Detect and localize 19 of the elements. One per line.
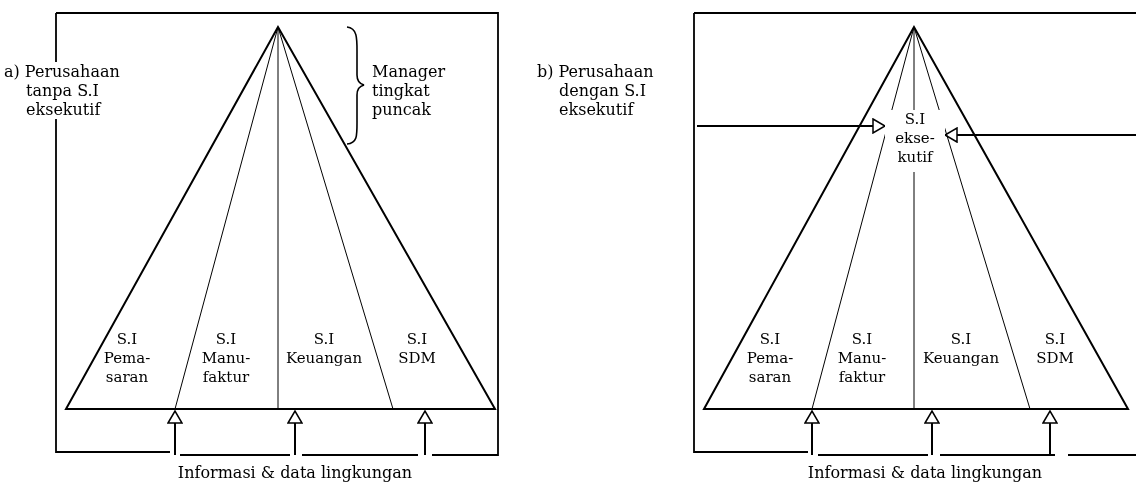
arrow <box>287 410 303 456</box>
caption-text: Informasi & data lingkungan <box>780 455 1070 487</box>
arrow <box>944 127 1136 143</box>
segment-label: S.I Pema- saran <box>737 330 803 390</box>
segment-label: S.I Pema- saran <box>94 330 160 390</box>
arrow <box>1042 410 1058 456</box>
segment-label: S.I SDM <box>390 330 444 390</box>
arrow <box>804 410 820 456</box>
segment-label: S.I Keuangan <box>280 330 368 390</box>
segment-label: S.I ekse- kutif <box>885 110 945 172</box>
caption-text: Informasi & data lingkungan <box>150 455 440 487</box>
arrow <box>696 118 886 134</box>
segment-label: S.I Manu- faktur <box>828 330 896 390</box>
arrow <box>167 410 183 456</box>
segment-label: S.I SDM <box>1028 330 1082 390</box>
segment-label: S.I Keuangan <box>917 330 1005 390</box>
arrow <box>417 410 433 456</box>
segment-label: S.I Manu- faktur <box>192 330 260 390</box>
arrow <box>924 410 940 456</box>
